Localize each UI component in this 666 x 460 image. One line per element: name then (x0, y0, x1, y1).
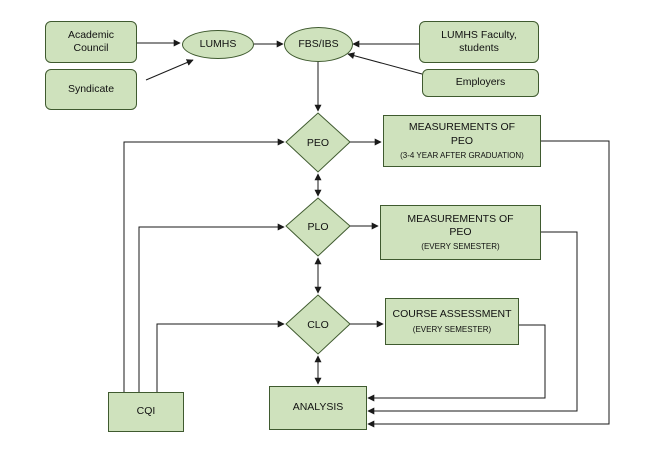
fbs-ibs-label: FBS/IBS (298, 37, 339, 50)
clo-label: CLO (307, 318, 329, 331)
course-assessment-note: (EVERY SEMESTER) (412, 324, 492, 334)
course-assessment-title: COURSE ASSESSMENT (392, 308, 512, 321)
academic-council-label: Academic Council (67, 28, 115, 54)
lumhs-faculty-box: LUMHS Faculty, students (419, 21, 539, 63)
plo-measurement-title: MEASUREMENTS OF PEO (407, 212, 514, 238)
cqi-box: CQI (108, 392, 184, 432)
connector-peo-measure-analysis (367, 140, 610, 428)
plo-label: PLO (307, 221, 329, 233)
connector-syndicate-lumhs (145, 59, 194, 81)
peo-label: PEO (306, 136, 330, 149)
connector-cqi-peo (123, 138, 285, 392)
clo-diamond (285, 294, 351, 355)
plo-measurement-box: MEASUREMENTS OF PEO (EVERY SEMESTER) (380, 205, 541, 260)
fbs-ibs-oval: FBS/IBS (284, 27, 353, 62)
plo-measurement-note: (EVERY SEMESTER) (421, 242, 500, 252)
peo-diamond (285, 112, 351, 173)
plo-diamond (285, 197, 351, 257)
course-assessment-box: COURSE ASSESSMENT (EVERY SEMESTER) (385, 298, 519, 345)
lumhs-oval: LUMHS (182, 30, 254, 59)
connector-plo-measure-analysis (367, 231, 578, 415)
syndicate-label: Syndicate (67, 82, 115, 95)
syndicate-box: Syndicate (45, 69, 137, 110)
academic-council-box: Academic Council (45, 21, 137, 63)
analysis-box: ANALYSIS (269, 386, 367, 430)
lumhs-faculty-label: LUMHS Faculty, students (441, 28, 517, 54)
connector-employers-fbs (347, 52, 423, 75)
employers-box: Employers (422, 69, 539, 97)
cqi-label: CQI (136, 405, 156, 418)
connector-cqi-plo (138, 223, 285, 392)
connector-assessment-analysis (367, 324, 546, 402)
peo-measurement-title: MEASUREMENTS OF PEO (408, 121, 516, 147)
analysis-label: ANALYSIS (292, 401, 344, 414)
employers-label: Employers (455, 76, 506, 89)
lumhs-label: LUMHS (199, 37, 237, 50)
peo-measurement-box: MEASUREMENTS OF PEO (3-4 YEAR AFTER GRAD… (383, 115, 541, 167)
connector-cqi-clo (156, 320, 285, 392)
peo-measurement-note: (3-4 YEAR AFTER GRADUATION) (400, 150, 524, 160)
